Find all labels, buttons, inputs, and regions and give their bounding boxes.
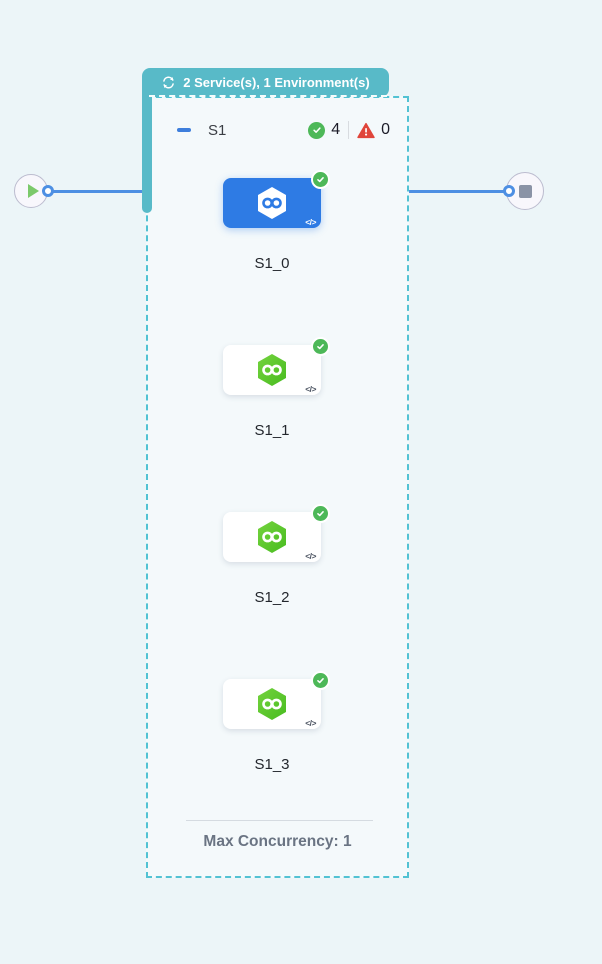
code-icon: </> [305,217,316,227]
warning-triangle-icon [357,122,375,139]
collapse-stage-button[interactable] [177,128,191,132]
service-node-s1-1: </> S1_1 [223,337,330,439]
service-card[interactable]: </> [223,337,330,395]
service-hexagon-icon [254,185,290,221]
stop-icon [518,184,532,198]
stage-badge-label: 2 Service(s), 1 Environment(s) [183,75,370,90]
service-card[interactable]: </> [223,671,330,729]
node-label: S1_3 [254,756,290,773]
max-concurrency-label: Max Concurrency: 1 [203,833,352,850]
node-success-badge-icon [311,504,330,523]
stage-selected-strip [142,96,152,213]
service-hexagon-icon [254,686,290,722]
edge-stage-to-end [409,190,509,193]
service-node-s1-2: </> S1_2 [223,504,330,606]
success-count: 4 [331,121,341,138]
badge-dashed-underline [149,95,387,97]
service-node-s1-0: </> S1_0 [223,170,330,272]
node-label: S1_0 [254,255,290,272]
play-icon [27,184,39,198]
footer-divider [186,820,373,821]
stage-status-counts: 4 0 [308,121,390,139]
start-port-icon [42,185,54,197]
loop-icon [161,75,176,90]
code-icon: </> [305,718,316,728]
service-card[interactable]: </> [223,504,330,562]
node-success-badge-icon [311,170,330,189]
stage-header: S1 4 0 [146,116,409,144]
success-check-icon [308,121,326,139]
warning-count: 0 [381,121,390,138]
count-divider [348,121,350,139]
service-hexagon-icon [254,519,290,555]
service-hexagon-icon [254,352,290,388]
code-icon: </> [305,384,316,394]
code-icon: </> [305,551,316,561]
stage-name: S1 [208,121,227,139]
node-label: S1_1 [254,422,290,439]
node-success-badge-icon [311,337,330,356]
end-port-icon [503,185,515,197]
stage-summary-badge[interactable]: 2 Service(s), 1 Environment(s) [142,68,389,97]
node-success-badge-icon [311,671,330,690]
service-card[interactable]: </> [223,170,330,228]
edge-start-to-stage [48,190,146,193]
node-label: S1_2 [254,589,290,606]
service-node-s1-3: </> S1_3 [223,671,330,773]
